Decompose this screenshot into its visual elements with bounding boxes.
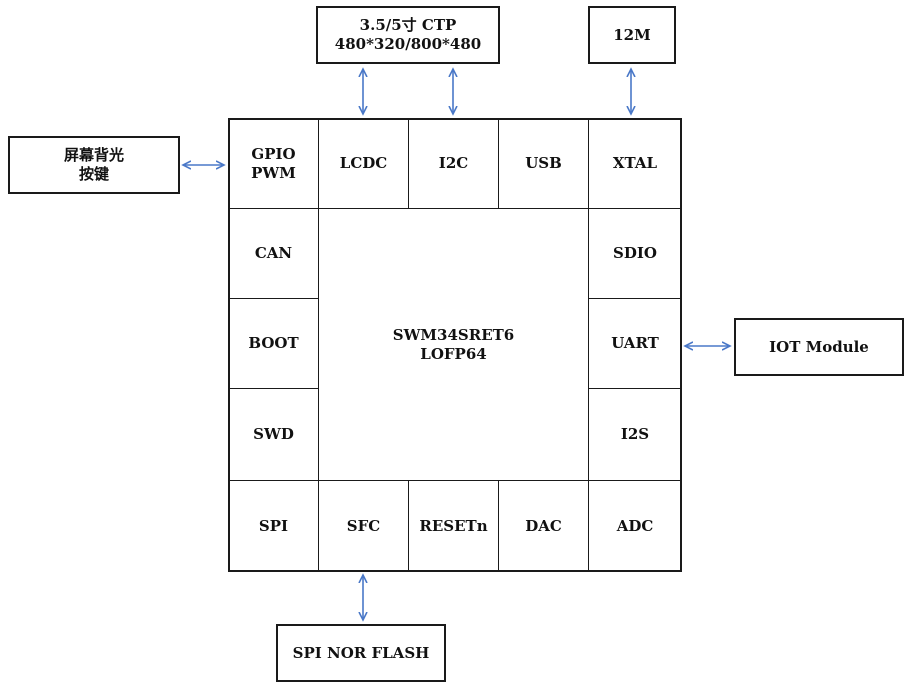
clock-12m-box: 12M — [588, 6, 676, 64]
ctp-display-box: 3.5/5寸 CTP 480*320/800*480 — [316, 6, 500, 64]
iot-module-box: IOT Module — [734, 318, 904, 376]
pin-adc: ADC — [588, 480, 682, 572]
pin-gpio-pwm: GPIO PWM — [228, 118, 319, 209]
spi-nor-flash-box: SPI NOR FLASH — [276, 624, 446, 682]
backlight-keys-box: 屏幕背光 按键 — [8, 136, 180, 194]
